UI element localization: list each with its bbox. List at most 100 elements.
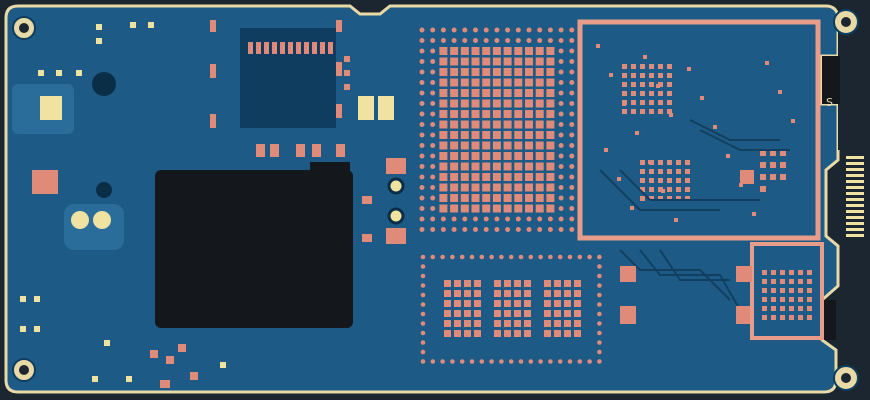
bga-ball [439,131,448,139]
edge-connector-fingers [846,156,864,237]
shield-chip-pin [640,91,645,96]
bga-lower-ring [597,311,602,317]
bga-ball [514,141,523,150]
bga-lower-ball [524,300,531,307]
bga-ball [439,194,448,202]
bga-ball [450,194,459,202]
bga-lower-ball [544,290,551,297]
bga-ring-pad [505,38,511,43]
bga-ball [514,194,523,202]
bga-ring-pad [419,185,425,190]
bga-ball [460,68,469,76]
bga-ring-pad [569,206,575,211]
bga-ring-pad [483,216,489,222]
bga-ball [503,89,512,97]
bga-ring-pad [419,132,425,138]
bga-lower-ball [514,330,521,337]
bga-ball [460,204,469,213]
bga-ball [439,99,448,108]
left-small-pads [20,22,226,382]
bga-ring-pad [569,185,575,190]
bga-lower-ring [557,254,563,260]
shield-passive [630,206,634,210]
bga-lower-ring [450,254,455,260]
shield-lower-pin [762,297,767,302]
bga-ball [503,120,512,129]
bga-lower-ball [454,310,461,317]
shield-lower-pin [789,279,794,284]
bga-lower-ring [420,359,426,364]
bga-ring-pad [569,143,575,148]
bga-ball [450,57,459,66]
silkscreen-s: S [826,96,833,109]
bga-lower-ring [528,359,534,364]
shield-chip-pin [640,187,645,192]
bga-lower-ball [514,290,521,297]
bga-ball [450,89,459,97]
bga-lower-ball [544,320,551,327]
bga-ring-pad [569,90,575,96]
bga-ball [492,120,501,129]
shield-chip-pin [640,169,645,174]
shield-chip-pin [676,178,681,183]
bga-ball [514,47,523,55]
bga-lower-ball [574,300,581,307]
bga-ring-pad [430,111,436,117]
bga-lower-ring [597,330,602,336]
shield-lower-pin [789,315,794,320]
bga-ball [514,78,523,87]
bga-ball [514,131,523,139]
bga-lower-ring [440,254,445,260]
bga-ball [546,162,555,171]
connector-pin [328,42,333,54]
bga-lower-ring [597,321,602,326]
keepout-tab [310,162,350,176]
shield-outline-bottom-right [750,242,824,340]
bga-ring-pad [419,69,425,75]
bga-ball [535,47,544,55]
shield-chip-pin [667,91,672,96]
bga-ball [525,173,533,181]
bga-ball [492,173,501,181]
bga-lower-ball [504,300,511,307]
bga-ring-pad [451,27,457,33]
shield-chip-pin [631,91,636,96]
bga-ring-pad [430,90,436,96]
bga-ball [439,78,448,87]
bga-ball [535,57,544,66]
shield-passive [643,55,647,59]
bga-ball [482,120,491,129]
bga-ring-pad [558,132,564,138]
shield-chip-pin [667,169,672,174]
shield-passive [656,84,660,88]
bga-ball [450,78,459,87]
bga-ball [482,131,491,139]
bga-lower-ring [489,254,494,260]
bga-lower-ball [474,300,481,307]
shield-lower-pin [807,315,812,320]
shield-passive [700,96,704,100]
shield-chip-pin [640,82,645,87]
bga-ball [492,131,501,139]
bga-ring-pad [558,80,564,85]
connector-pin [280,42,285,54]
connector-pin [320,42,325,54]
bga-ball [525,162,533,171]
bga-ball [482,173,491,181]
bga-ball [482,194,491,202]
bga-ring-pad [462,27,468,33]
bga-ball [525,141,533,150]
shield-chip-pin [676,169,681,174]
bga-ball [546,141,555,150]
bga-lower-ball [464,330,471,337]
bga-ring-pad [430,174,436,180]
bga-lower-ball [574,280,581,287]
bga-ball [439,57,448,66]
shield-passive [604,148,608,152]
edge-finger [846,210,864,213]
shield-chip-pin [622,73,627,78]
bga-lower-ball [544,330,551,337]
bga-lower-ring [597,292,602,298]
bga-ring-pad [494,27,500,33]
